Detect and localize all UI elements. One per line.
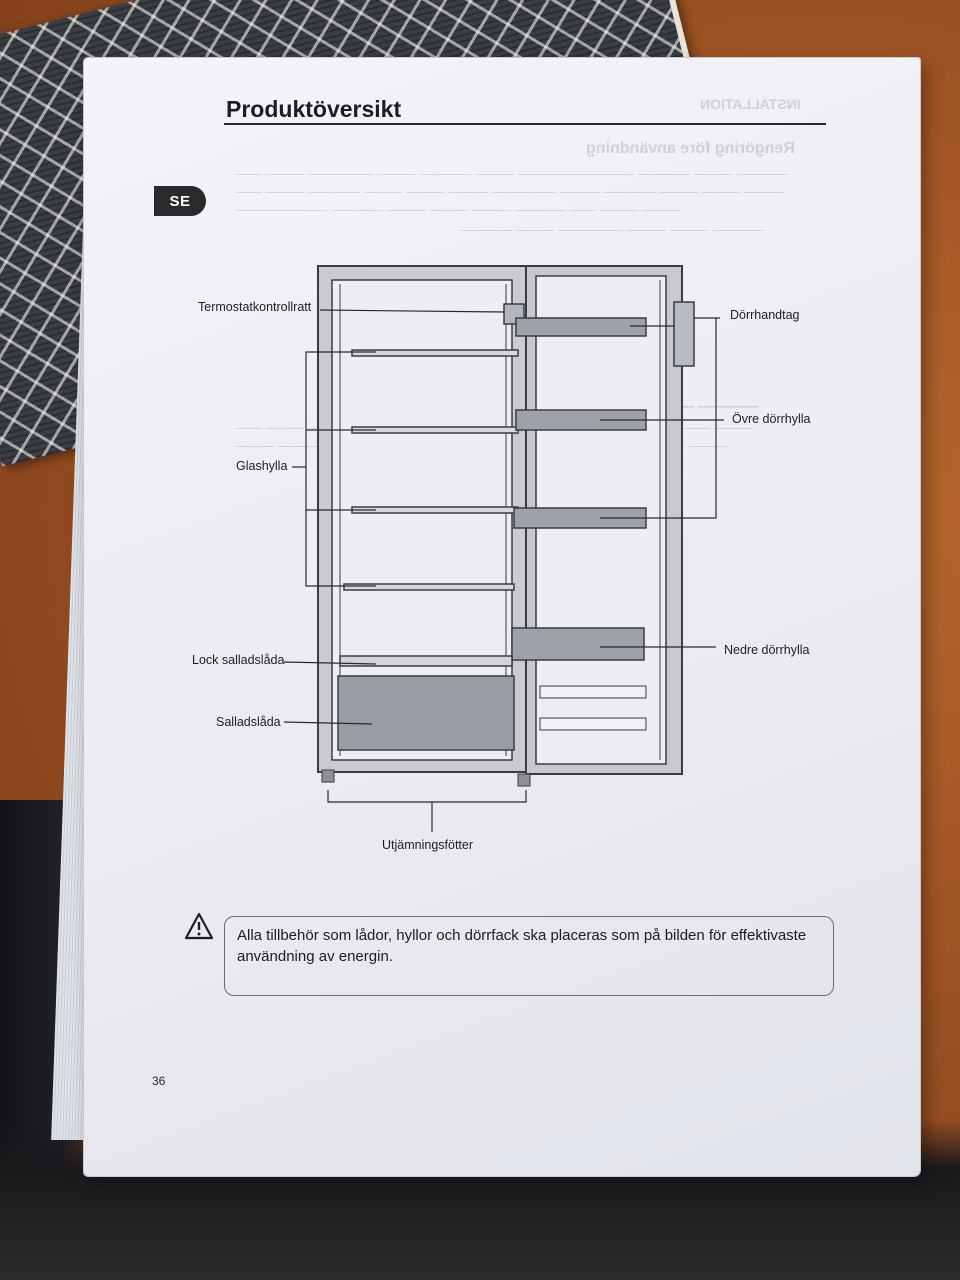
energy-note-box: Alla tillbehör som lådor, hyllor och dör… <box>224 916 834 996</box>
door-handle <box>673 301 695 367</box>
label-thermostat: Termostatkontrollratt <box>198 300 312 314</box>
energy-note-text: Alla tillbehör som lådor, hyllor och dör… <box>237 927 807 965</box>
label-crisper: Salladslåda <box>216 715 281 729</box>
label-lower-door-shelf: Nedre dörrhylla <box>724 643 810 657</box>
label-upper-door-shelf: Övre dörrhylla <box>732 412 811 426</box>
warning-triangle-icon <box>184 912 214 940</box>
crisper-drawer-shape <box>337 675 515 751</box>
page-number: 36 <box>152 1074 166 1088</box>
crisper-lid-shape <box>339 655 513 667</box>
label-crisper-lid: Lock salladslåda <box>192 653 285 667</box>
leveling-foot-right <box>517 773 531 787</box>
leveling-foot-left <box>321 769 335 783</box>
label-leveling-feet: Utjämningsfötter <box>382 838 474 852</box>
door-shelves <box>511 317 647 661</box>
page-title: Produktöversikt <box>226 96 402 122</box>
label-door-handle: Dörrhandtag <box>730 308 800 322</box>
title-rule <box>224 123 826 125</box>
language-tab: SE <box>154 186 206 216</box>
label-glass-shelf: Glashylla <box>236 459 288 473</box>
